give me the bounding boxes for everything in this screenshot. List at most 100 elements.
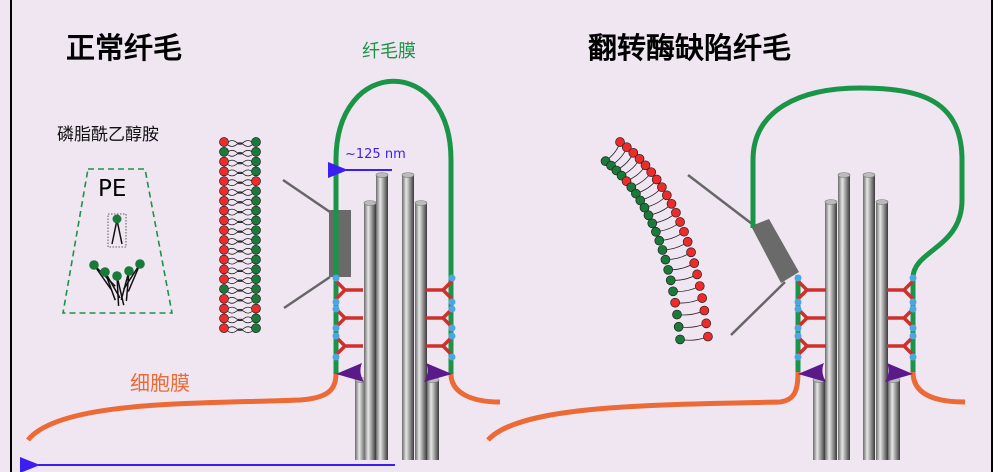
lipid-head [219, 303, 229, 314]
membrane-protein-dot [909, 324, 917, 332]
pe-full-name-label: 磷脂酰乙醇胺 [57, 125, 159, 145]
membrane-protein-dot [448, 298, 456, 306]
membrane-protein-dot [794, 353, 802, 361]
lipid-tail [227, 218, 253, 226]
microtubule-group [354, 172, 901, 460]
lipid-tail [227, 169, 253, 177]
lipid-head [219, 146, 229, 157]
y-linker [426, 335, 454, 357]
y-linker [426, 279, 454, 301]
lipid-head [251, 146, 261, 157]
microtubule-rod [888, 380, 900, 460]
lipid-head [643, 210, 654, 221]
lipid-head [654, 235, 665, 246]
membrane-protein-dot [909, 305, 917, 313]
transition-zone-linkers [332, 274, 917, 382]
membrane-protein-dot [448, 353, 456, 361]
lipid-head [219, 274, 229, 285]
zoom-line-bottom-right [730, 281, 786, 336]
lipid-tail [227, 296, 253, 304]
curved-lipid-bilayer [600, 137, 713, 345]
lipid-tail [227, 189, 253, 196]
zoom-line-top [282, 178, 331, 214]
membrane-protein-dot [794, 332, 802, 340]
membrane-protein-dot [909, 353, 917, 361]
basal-triangle [336, 363, 364, 382]
pe-single-lipid-tail [111, 219, 123, 245]
lipid-head [251, 274, 261, 285]
lipid-head [219, 195, 229, 206]
microtubule-rod [838, 175, 850, 460]
lipid-head [675, 217, 685, 227]
lipid-head [682, 236, 693, 247]
lipid-head [219, 186, 229, 196]
ciliary-membrane-left [333, 78, 454, 374]
lipid-head [219, 264, 229, 275]
lipid-tail [227, 257, 253, 265]
pe-lipid-head [135, 259, 145, 269]
pe-lipid-tail [123, 263, 141, 290]
lipid-tail [227, 228, 253, 236]
y-linker [887, 335, 915, 357]
lipid-head [679, 226, 689, 237]
lipid-head [661, 190, 672, 201]
lipid-head [219, 235, 229, 245]
lipid-head [670, 297, 680, 308]
cell-membrane-label: 细胞膜 [130, 371, 190, 395]
lipid-head [219, 137, 229, 147]
lipid-tail [227, 277, 253, 285]
y-linker [796, 307, 826, 329]
pe-single-lipid-head [112, 214, 122, 224]
lipid-head [666, 198, 677, 209]
lipid-tail [227, 267, 253, 275]
y-linker [426, 307, 454, 329]
lipid-head [251, 303, 261, 314]
lipid-head [251, 156, 261, 167]
lipid-head [703, 331, 713, 342]
lipid-head [251, 215, 261, 226]
lipid-head [615, 137, 625, 147]
lipid-head [701, 318, 712, 329]
pe-lipid-tail [104, 271, 116, 301]
lipid-head [251, 235, 261, 245]
pe-cone-outline [62, 168, 173, 314]
lipid-head [219, 225, 229, 236]
cell-membrane-right [486, 371, 801, 442]
lipid-tail [227, 159, 253, 167]
zoom-line-bottom [283, 275, 331, 310]
lipid-head [647, 218, 658, 229]
y-linker [887, 279, 915, 301]
lipid-head [621, 142, 632, 153]
membrane-protein-dot [794, 324, 802, 332]
y-linker [334, 335, 363, 357]
left-title: 正常纤毛 [66, 31, 182, 65]
ciliary-membrane-label: 纤毛膜 [362, 41, 416, 62]
lipid-tail [227, 140, 253, 147]
lipid-head [651, 226, 661, 237]
lipid-head [251, 293, 261, 304]
pe-single-lipid-box [107, 213, 127, 248]
microtubule-rod-cap [414, 200, 428, 206]
membrane-protein-dot [448, 274, 456, 282]
microtubule-rod-cap [862, 172, 876, 178]
membrane-protein-dot [332, 274, 340, 282]
lipid-head [251, 264, 261, 275]
membrane-protein-dot [909, 274, 917, 282]
lipid-head [219, 215, 229, 226]
lipid-head [668, 286, 678, 297]
right-title: 翻转酶缺陷纤毛 [588, 31, 791, 65]
lipid-head [251, 137, 261, 147]
pe-lipid-tail [116, 275, 125, 306]
ciliary-membrane-right-bulge [750, 85, 965, 372]
lipid-head [251, 254, 261, 265]
lipid-head [672, 309, 682, 320]
microtubule-rod-cap [837, 172, 851, 178]
lipid-head [663, 264, 674, 275]
membrane-protein-dot [332, 324, 340, 332]
y-linker [887, 307, 915, 329]
lipid-tail [227, 306, 253, 314]
y-linker [796, 335, 826, 357]
lipid-head [219, 293, 229, 304]
membrane-protein-dot [448, 324, 456, 332]
lipid-head [251, 166, 261, 177]
